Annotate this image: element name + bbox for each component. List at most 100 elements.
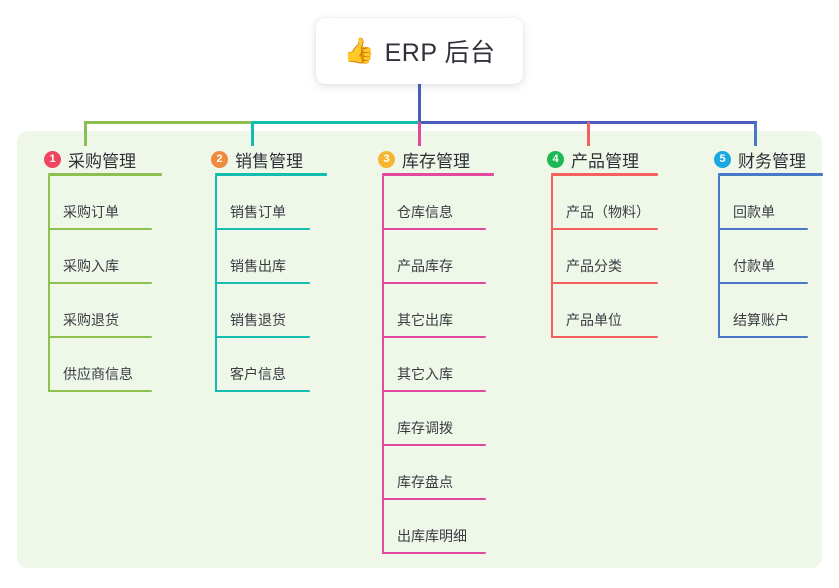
branch-title-2: 销售管理 bbox=[235, 151, 303, 171]
leaf-item[interactable]: 其它入库 bbox=[367, 338, 486, 392]
leaf-item-underline bbox=[718, 282, 808, 284]
branch-stem-1 bbox=[48, 176, 50, 392]
leaf-item-label: 产品分类 bbox=[566, 258, 622, 274]
leaf-item-underline bbox=[382, 390, 486, 392]
branch-4[interactable]: 4 产品管理产品（物料） 产品分类产品单位 bbox=[536, 142, 658, 338]
leaf-item-underline bbox=[382, 552, 486, 554]
leaf-item-underline bbox=[551, 282, 658, 284]
leaf-item[interactable]: 产品分类 bbox=[536, 230, 658, 284]
leaf-item[interactable]: 产品（物料） bbox=[536, 176, 658, 230]
leaf-item[interactable]: 回款单 bbox=[703, 176, 808, 230]
leaf-item-label: 销售出库 bbox=[230, 258, 286, 274]
branch-items-1: 采购订单采购入库采购退货供应商信息 bbox=[33, 176, 152, 392]
leaf-item-underline bbox=[48, 390, 152, 392]
branch-stem-2 bbox=[215, 176, 217, 392]
leaf-item[interactable]: 产品单位 bbox=[536, 284, 658, 338]
branch-underline-4 bbox=[551, 173, 658, 176]
leaf-item-label: 销售订单 bbox=[230, 204, 286, 220]
leaf-item[interactable]: 其它出库 bbox=[367, 284, 486, 338]
branch-underline-5 bbox=[718, 173, 823, 176]
branch-badge-4: 4 bbox=[547, 150, 564, 168]
leaf-item-underline bbox=[48, 282, 152, 284]
leaf-item-underline bbox=[382, 444, 486, 446]
thumbs-up-icon: 👍 bbox=[343, 36, 375, 65]
leaf-item[interactable]: 销售出库 bbox=[200, 230, 310, 284]
branch-header-1[interactable]: 1 采购管理 bbox=[33, 142, 162, 176]
branch-stem-4 bbox=[551, 176, 553, 338]
leaf-item[interactable]: 库存盘点 bbox=[367, 446, 486, 500]
leaf-item-label: 客户信息 bbox=[230, 366, 286, 382]
leaf-item-label: 产品库存 bbox=[397, 258, 453, 274]
branch-title-4: 产品管理 bbox=[571, 151, 639, 171]
leaf-item[interactable]: 出库库明细 bbox=[367, 500, 486, 554]
branch-5[interactable]: 5 财务管理回款单付款单结算账户 bbox=[703, 142, 823, 338]
leaf-item[interactable]: 产品库存 bbox=[367, 230, 486, 284]
branch-title-5: 财务管理 bbox=[738, 151, 806, 171]
leaf-item-label: 采购入库 bbox=[63, 258, 119, 274]
leaf-item-label: 库存调拨 bbox=[397, 420, 453, 436]
leaf-item-label: 其它出库 bbox=[397, 312, 453, 328]
leaf-item-underline bbox=[551, 336, 658, 338]
branch-2[interactable]: 2 销售管理销售订单销售出库销售退货客户信息 bbox=[200, 142, 327, 392]
branch-stem-5 bbox=[718, 176, 720, 338]
leaf-item-underline bbox=[215, 390, 310, 392]
branch-title-3: 库存管理 bbox=[402, 151, 470, 171]
branch-title-1: 采购管理 bbox=[68, 151, 136, 171]
leaf-item[interactable]: 付款单 bbox=[703, 230, 808, 284]
leaf-item[interactable]: 仓库信息 bbox=[367, 176, 486, 230]
leaf-item-label: 仓库信息 bbox=[397, 204, 453, 220]
branch-header-5[interactable]: 5 财务管理 bbox=[703, 142, 823, 176]
leaf-item-label: 库存盘点 bbox=[397, 474, 453, 490]
leaf-item-underline bbox=[382, 336, 486, 338]
leaf-item-underline bbox=[551, 228, 658, 230]
leaf-item[interactable]: 采购入库 bbox=[33, 230, 152, 284]
branch-underline-3 bbox=[382, 173, 494, 176]
leaf-item[interactable]: 销售退货 bbox=[200, 284, 310, 338]
leaf-item-underline bbox=[48, 336, 152, 338]
leaf-item-underline bbox=[215, 282, 310, 284]
branch-badge-3: 3 bbox=[378, 150, 395, 168]
leaf-item-underline bbox=[48, 228, 152, 230]
leaf-item-underline bbox=[718, 228, 808, 230]
leaf-item-label: 其它入库 bbox=[397, 366, 453, 382]
leaf-item-underline bbox=[215, 228, 310, 230]
branch-header-3[interactable]: 3 库存管理 bbox=[367, 142, 494, 176]
leaf-item-label: 销售退货 bbox=[230, 312, 286, 328]
diagram-background-panel bbox=[17, 131, 822, 568]
leaf-item-label: 出库库明细 bbox=[397, 528, 467, 544]
branch-underline-2 bbox=[215, 173, 327, 176]
leaf-item-underline bbox=[215, 336, 310, 338]
branch-badge-1: 1 bbox=[44, 150, 61, 168]
leaf-item[interactable]: 供应商信息 bbox=[33, 338, 152, 392]
branch-badge-5: 5 bbox=[714, 150, 731, 168]
leaf-item-label: 采购订单 bbox=[63, 204, 119, 220]
branch-underline-1 bbox=[48, 173, 162, 176]
leaf-item-underline bbox=[382, 498, 486, 500]
leaf-item-label: 付款单 bbox=[733, 258, 775, 274]
branch-header-2[interactable]: 2 销售管理 bbox=[200, 142, 327, 176]
leaf-item[interactable]: 采购退货 bbox=[33, 284, 152, 338]
branch-1[interactable]: 1 采购管理采购订单采购入库采购退货供应商信息 bbox=[33, 142, 162, 392]
root-title: ERP 后台 bbox=[384, 39, 496, 67]
branch-items-2: 销售订单销售出库销售退货客户信息 bbox=[200, 176, 310, 392]
leaf-item-underline bbox=[382, 282, 486, 284]
leaf-item-underline bbox=[382, 228, 486, 230]
leaf-item[interactable]: 客户信息 bbox=[200, 338, 310, 392]
branch-items-5: 回款单付款单结算账户 bbox=[703, 176, 808, 338]
leaf-item-underline bbox=[718, 336, 808, 338]
branch-stem-3 bbox=[382, 176, 384, 554]
leaf-item-label: 回款单 bbox=[733, 204, 775, 220]
branch-badge-2: 2 bbox=[211, 150, 228, 168]
leaf-item-label: 产品（物料） bbox=[566, 204, 650, 220]
leaf-item[interactable]: 采购订单 bbox=[33, 176, 152, 230]
leaf-item[interactable]: 销售订单 bbox=[200, 176, 310, 230]
branch-header-4[interactable]: 4 产品管理 bbox=[536, 142, 658, 176]
leaf-item-label: 结算账户 bbox=[733, 312, 789, 328]
root-node[interactable]: 👍 ERP 后台 bbox=[316, 18, 523, 84]
branch-items-3: 仓库信息产品库存其它出库其它入库库存调拨库存盘点出库库明细 bbox=[367, 176, 486, 554]
branch-3[interactable]: 3 库存管理仓库信息产品库存其它出库其它入库库存调拨库存盘点出库库明细 bbox=[367, 142, 494, 554]
leaf-item[interactable]: 结算账户 bbox=[703, 284, 808, 338]
leaf-item-label: 产品单位 bbox=[566, 312, 622, 328]
leaf-item[interactable]: 库存调拨 bbox=[367, 392, 486, 446]
